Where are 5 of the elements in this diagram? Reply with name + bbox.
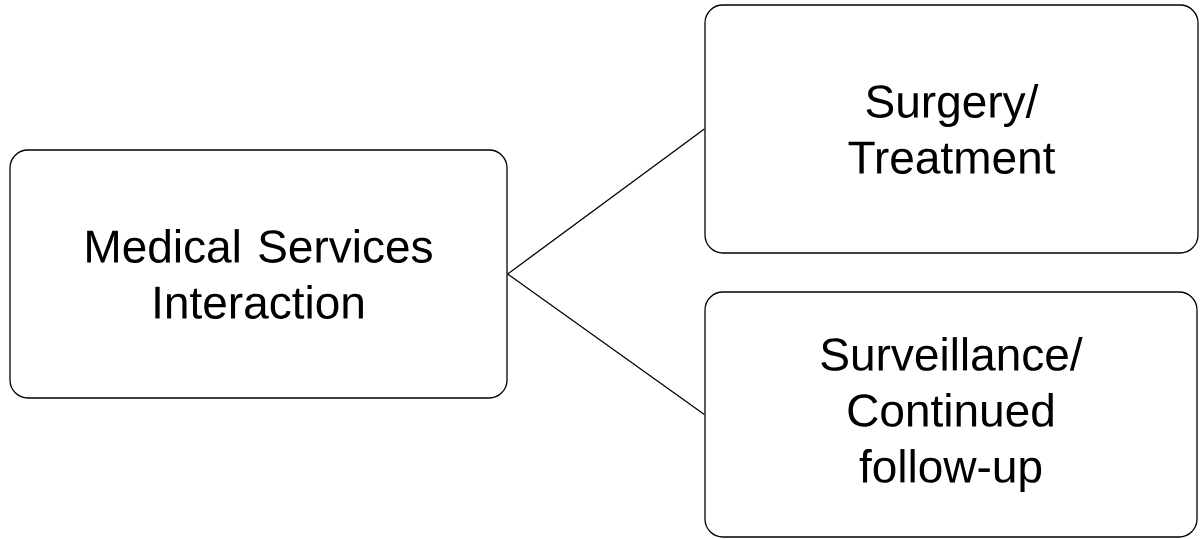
connector-line bbox=[507, 128, 705, 275]
process-box: Surveillance/ Continued follow-up bbox=[704, 291, 1198, 538]
connector-line bbox=[507, 273, 705, 416]
process-box: Surgery/ Treatment bbox=[704, 4, 1199, 254]
process-box: Medical Services Interaction bbox=[9, 149, 508, 399]
